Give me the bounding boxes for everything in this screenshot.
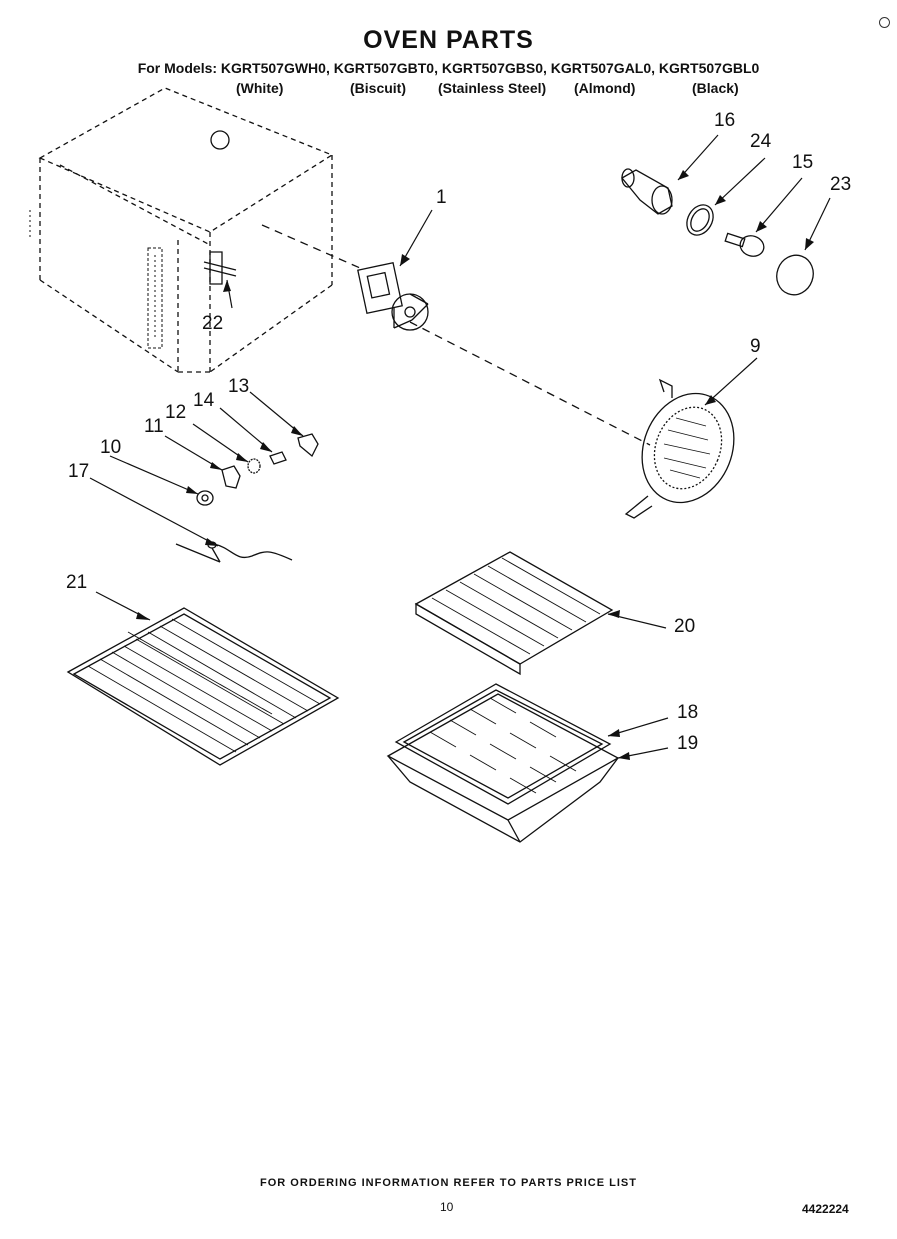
callout-12: 12 [165, 402, 187, 423]
broiler-pan [388, 694, 618, 842]
cavity-slots [30, 210, 162, 348]
assembly-axis-2 [410, 322, 650, 445]
fan-cover [626, 380, 750, 518]
leader-lines [90, 135, 830, 758]
cavity-vent-hole [211, 131, 229, 149]
sensor-bracket-22 [204, 252, 236, 284]
color-almond: (Almond) [574, 80, 636, 96]
color-white: (White) [236, 80, 284, 96]
color-black: (Black) [692, 80, 739, 96]
oven-rack [68, 608, 338, 765]
bracket-13 [298, 434, 318, 456]
oven-cavity [40, 88, 332, 372]
callout-1: 1 [436, 187, 447, 208]
gasket-ring [682, 200, 719, 240]
broiler-insert [416, 552, 612, 674]
color-biscuit: (Biscuit) [350, 80, 406, 96]
convection-fan-motor [358, 263, 428, 330]
callout-22: 22 [202, 313, 224, 334]
callout-15: 15 [792, 152, 814, 173]
callout-18: 18 [677, 702, 699, 723]
callout-17: 17 [68, 461, 90, 482]
callout-9: 9 [750, 336, 761, 357]
callout-13: 13 [228, 376, 250, 397]
lamp-bulb [725, 233, 766, 259]
page-title: OVEN PARTS [363, 26, 534, 54]
callout-10: 10 [100, 437, 122, 458]
callout-16: 16 [714, 110, 736, 131]
callout-23: 23 [830, 174, 852, 195]
insulator-12 [248, 459, 260, 473]
callout-21: 21 [66, 572, 88, 593]
assembly-axis-1 [262, 225, 360, 268]
broiler-grid [396, 684, 610, 804]
models-line: For Models: KGRT507GWH0, KGRT507GBT0, KG… [137, 60, 760, 76]
page-number: 10 [440, 1200, 454, 1214]
doc-number: 4422224 [802, 1202, 849, 1216]
callout-24: 24 [750, 131, 772, 152]
clip-11 [222, 466, 240, 488]
small-parts [197, 434, 318, 505]
callout-11: 11 [144, 416, 164, 437]
leader-arrowheads [136, 170, 814, 760]
lamp-lens [771, 250, 819, 300]
temperature-probe [176, 542, 292, 562]
ordering-note: FOR ORDERING INFORMATION REFER TO PARTS … [260, 1177, 637, 1189]
callout-14: 14 [193, 390, 215, 411]
sleeve-14 [270, 452, 286, 464]
lamp-socket [622, 169, 672, 214]
color-stainless-steel: (Stainless Steel) [438, 80, 547, 96]
corner-mark [879, 17, 890, 28]
callout-20: 20 [674, 616, 696, 637]
callout-19: 19 [677, 733, 699, 754]
nut-10 [197, 491, 213, 505]
